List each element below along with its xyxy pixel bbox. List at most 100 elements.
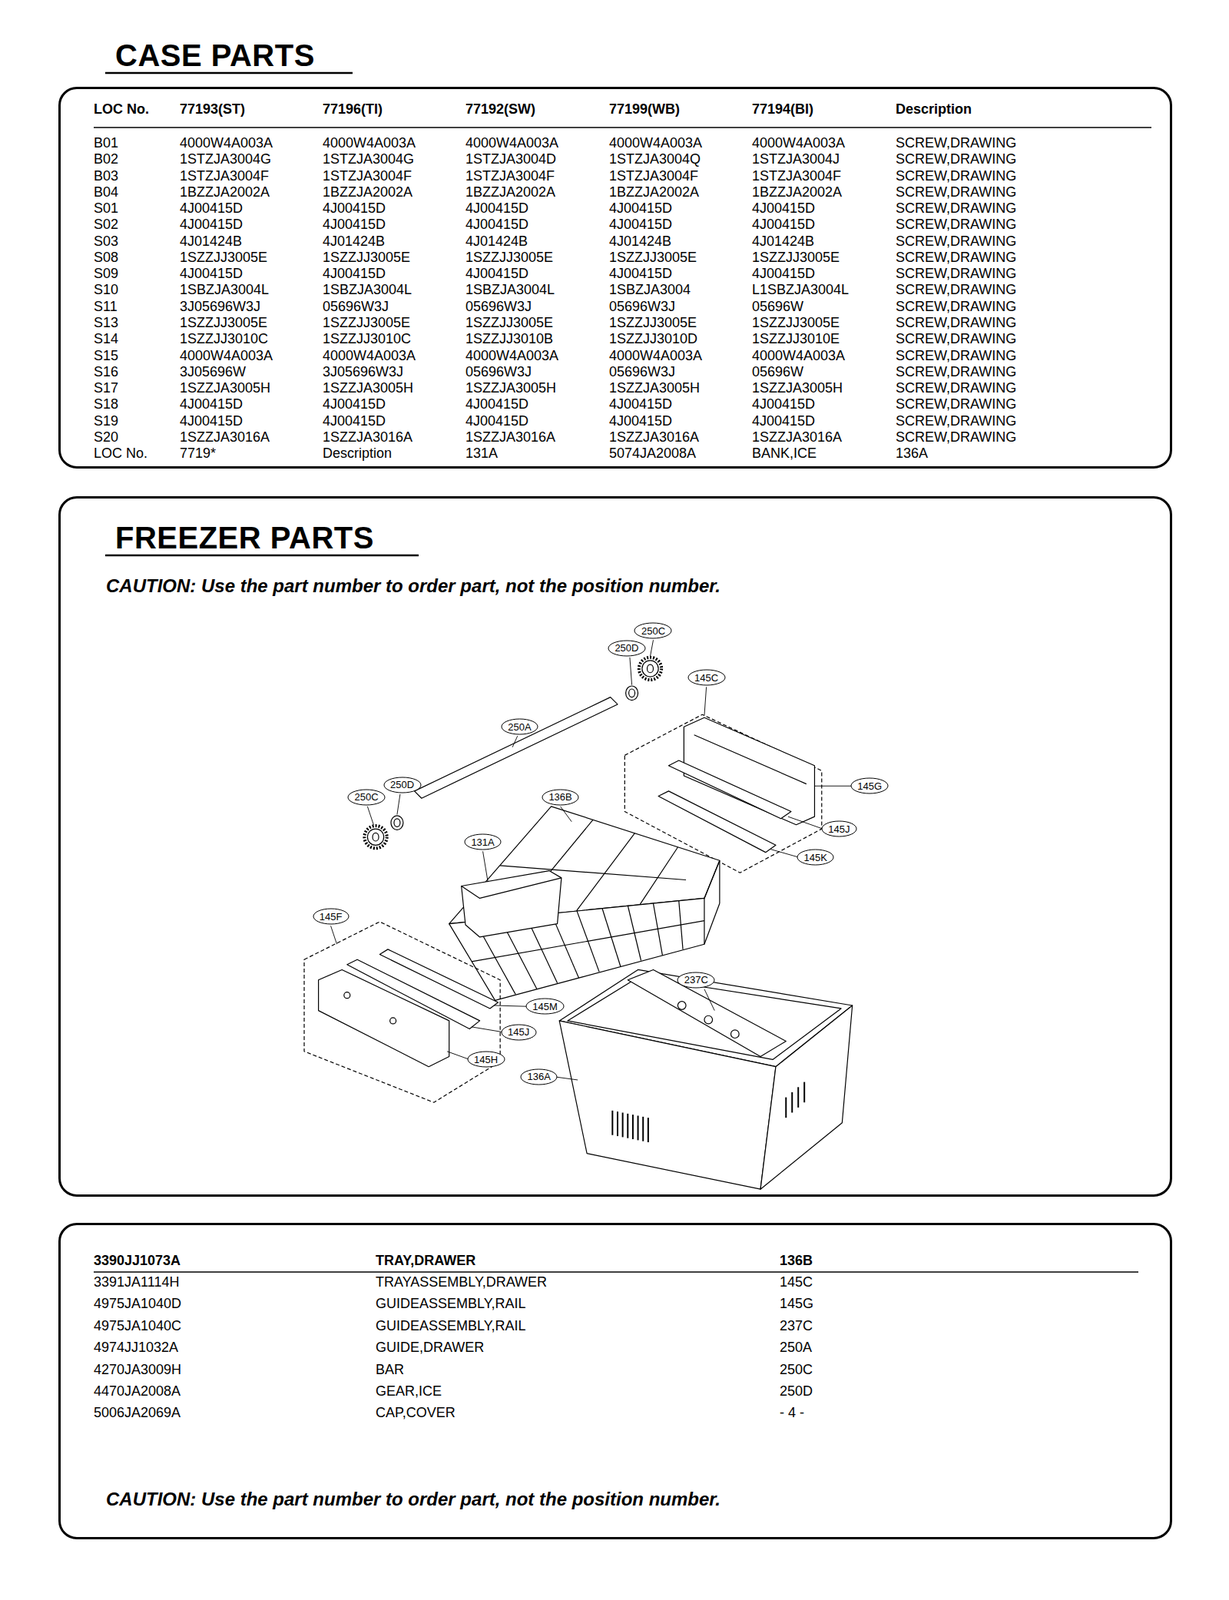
table-cell: 1SZZJA3005H xyxy=(322,380,414,395)
table-cell: 1STZJA3004F xyxy=(609,168,699,183)
table-cell: 1SZZJJ3005E xyxy=(179,250,268,265)
table-cell: SCREW,DRAWING xyxy=(895,185,1017,199)
table-cell: S20 xyxy=(93,430,119,444)
callout-bubble: 250D xyxy=(607,639,646,657)
table-cell: 5006JA2069A xyxy=(93,1405,181,1420)
table-cell: 250D xyxy=(779,1384,813,1398)
table-cell: 4000W4A003A xyxy=(179,135,273,150)
table-cell: SCREW,DRAWING xyxy=(895,397,1017,411)
table-cell: 1STZJA3004F xyxy=(179,168,269,183)
table-cell: S10 xyxy=(93,282,119,297)
table-header-cell: Description xyxy=(895,102,972,116)
table-cell: SCREW,DRAWING xyxy=(895,364,1017,379)
table-cell: 4000W4A003A xyxy=(179,348,273,363)
callout-bubble: 145K xyxy=(796,848,835,866)
table-cell: 4J00415D xyxy=(465,266,529,281)
callout-bubble: 145F xyxy=(312,907,350,925)
table-cell: Description xyxy=(322,446,392,461)
gear-part xyxy=(367,828,384,845)
bar-part xyxy=(414,697,618,799)
callout-bubble: 250C xyxy=(633,622,673,640)
rail-part xyxy=(658,791,776,853)
table-cell: 131A xyxy=(465,446,498,461)
table-cell: 4J00415D xyxy=(751,217,815,232)
callout-outline xyxy=(851,778,888,794)
table-cell: 4J00415D xyxy=(609,217,673,232)
table-cell: 4J00415D xyxy=(465,217,529,232)
drawer-vents xyxy=(612,1082,805,1143)
table-cell: CAP,COVER xyxy=(375,1405,456,1420)
table-cell: 136A xyxy=(895,446,928,461)
table-cell: 1SZZJA3005H xyxy=(179,380,271,395)
table-cell: SCREW,DRAWING xyxy=(895,217,1017,232)
table-cell: 4J01424B xyxy=(751,234,815,249)
table-cell: 1SZZJJ3010B xyxy=(465,331,554,346)
table-cell: 4J00415D xyxy=(609,397,673,411)
table-cell: 4000W4A003A xyxy=(751,348,845,363)
table-cell: 05696W3J xyxy=(465,299,532,314)
callout-outline xyxy=(688,669,726,686)
table-cell: 3J05696W xyxy=(179,364,246,379)
table-cell: 1STZJA3004F xyxy=(465,168,555,183)
table-cell: 4J00415D xyxy=(179,266,243,281)
table-cell: 4J00415D xyxy=(322,397,386,411)
caution-note: CAUTION: Use the part number to order pa… xyxy=(106,1490,721,1509)
table-cell: SCREW,DRAWING xyxy=(895,168,1017,183)
callout-outline xyxy=(464,834,501,850)
table-cell: 1STZJA3004D xyxy=(465,152,557,166)
table-cell: 05696W3J xyxy=(322,299,389,314)
table-cell: 4000W4A003A xyxy=(322,348,416,363)
table-cell: 1SZZJA3016A xyxy=(609,430,699,444)
rail-plate xyxy=(390,1017,397,1024)
table-cell: BANK,ICE xyxy=(751,446,817,461)
table-cell: 1SZZJA3016A xyxy=(465,430,556,444)
table-cell: 1SZZJJ3010E xyxy=(751,331,840,346)
heading-underline xyxy=(105,72,353,75)
callout-number: 145F xyxy=(319,911,343,922)
gear-part xyxy=(647,664,654,673)
callout-bubble: 136B xyxy=(541,788,580,806)
table-cell: 1STZJA3004G xyxy=(322,152,415,166)
callout-number: 136A xyxy=(526,1071,550,1082)
gear-part xyxy=(364,825,387,849)
table-rule xyxy=(93,1271,1139,1273)
table-cell: 4470JA2008A xyxy=(93,1384,181,1398)
table-cell: 4974JJ1032A xyxy=(93,1340,179,1355)
table-cell: 1SZZJJ3005E xyxy=(751,250,840,265)
table-cell: L1SBZJA3004L xyxy=(751,282,849,297)
table-cell: 4000W4A003A xyxy=(465,135,559,150)
table-cell: SCREW,DRAWING xyxy=(895,348,1017,363)
table-cell: 1SZZJA3016A xyxy=(179,430,270,444)
callout-bubble: 145J xyxy=(821,820,858,838)
table-cell: 4000W4A003A xyxy=(609,135,703,150)
callout-outline xyxy=(542,789,579,805)
callout-outline xyxy=(384,777,421,793)
callout-outline xyxy=(520,1069,557,1085)
table-cell: 4000W4A003A xyxy=(609,348,703,363)
table-cell: 1SZZJJ3005E xyxy=(322,250,411,265)
table-cell: B01 xyxy=(93,135,119,150)
callout-number: 145G xyxy=(857,781,882,792)
table-cell: GUIDEASSEMBLY,RAIL xyxy=(375,1296,526,1311)
section-heading: CASE PARTS xyxy=(115,39,315,71)
rail-part xyxy=(379,949,498,1009)
table-cell: 237C xyxy=(779,1318,813,1333)
table-cell: 5074JA2008A xyxy=(609,446,696,461)
table-cell: 1SZZJJ3010C xyxy=(179,331,269,346)
table-header-cell: 136B xyxy=(779,1253,813,1268)
table-cell: TRAYASSEMBLY,DRAWER xyxy=(375,1275,547,1289)
table-cell: 4J00415D xyxy=(322,266,386,281)
table-cell: 1STZJA3004G xyxy=(179,152,272,166)
callout-number: 136B xyxy=(548,791,572,802)
table-rule xyxy=(93,126,1152,129)
table-cell: LOC No. xyxy=(93,446,148,461)
table-cell: 4000W4A003A xyxy=(465,348,559,363)
table-cell: 1STZJA3004J xyxy=(751,152,840,166)
table-cell: 1BZZJA2002A xyxy=(179,185,270,199)
table-cell: 4J00415D xyxy=(751,414,815,428)
table-cell: 05696W xyxy=(751,364,804,379)
callout-number: 145M xyxy=(532,1001,558,1012)
table-cell: 4J00415D xyxy=(465,414,529,428)
cap-part xyxy=(390,815,404,831)
